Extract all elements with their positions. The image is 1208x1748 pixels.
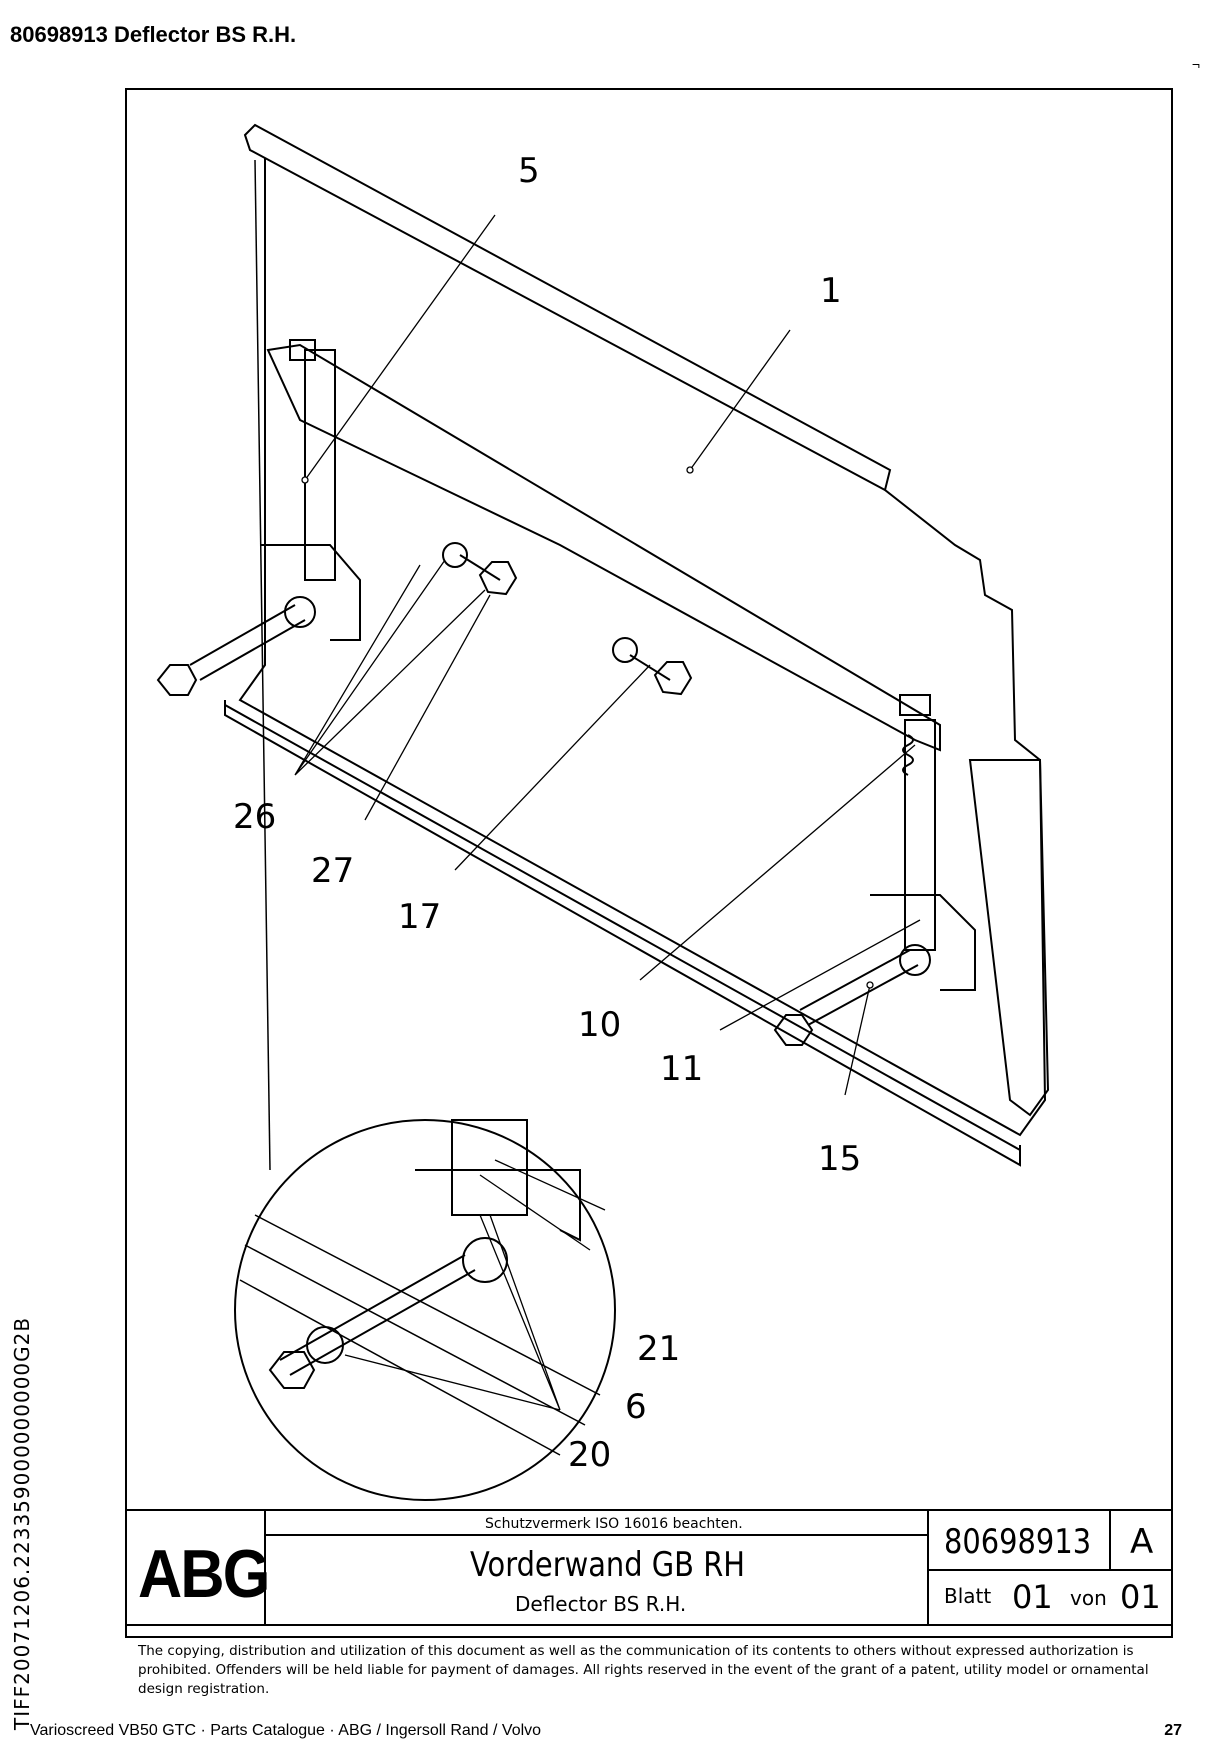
revision: A (1130, 1522, 1154, 1562)
top-rail (243, 123, 892, 492)
corner-mark: ¬ (1191, 56, 1200, 72)
callout-label: 1 (820, 271, 842, 311)
detail-view (234, 1119, 616, 1501)
callout-label: 15 (818, 1139, 861, 1179)
callout-label: 11 (660, 1049, 703, 1089)
callout-label: 26 (233, 797, 276, 837)
callout-labels: 5 1 26 27 17 10 11 15 21 6 20 (233, 151, 861, 1475)
drawing-subtitle: Deflector BS R.H. (515, 1592, 687, 1616)
footer-text: Varioscreed VB50 GTC · Parts Catalogue ·… (30, 1722, 542, 1739)
sheet-label: Blatt (944, 1584, 992, 1608)
callout-label: 20 (568, 1435, 611, 1475)
side-identifier: TIFF20071206.223359000000000G2B (10, 1316, 34, 1730)
title-block (126, 1509, 1172, 1626)
callout-label: 6 (625, 1387, 647, 1427)
legal-notice: The copying, distribution and utilizatio… (138, 1643, 1149, 1697)
of-label: von (1070, 1586, 1107, 1610)
drawing-frame (125, 88, 1173, 1638)
page-title: 80698913 Deflector BS R.H. (10, 22, 297, 47)
callout-label: 10 (578, 1005, 621, 1045)
drawing-number: 80698913 (944, 1522, 1092, 1562)
leader-lines (294, 214, 921, 1411)
drawing-title: Vorderwand GB RH (470, 1545, 746, 1585)
deflector-assembly (156, 123, 1050, 1171)
callout-label: 27 (311, 851, 354, 891)
sheet-number: 01 (1012, 1578, 1053, 1616)
page-number: 27 (1164, 1722, 1182, 1739)
sheet-total: 01 (1120, 1578, 1161, 1616)
abg-logo: ABG (138, 1536, 270, 1612)
callout-label: 5 (518, 151, 540, 191)
callout-label: 21 (637, 1329, 680, 1369)
callout-label: 17 (398, 897, 441, 937)
leader-dots (301, 466, 874, 989)
protection-notice: Schutzvermerk ISO 16016 beachten. (485, 1516, 743, 1532)
